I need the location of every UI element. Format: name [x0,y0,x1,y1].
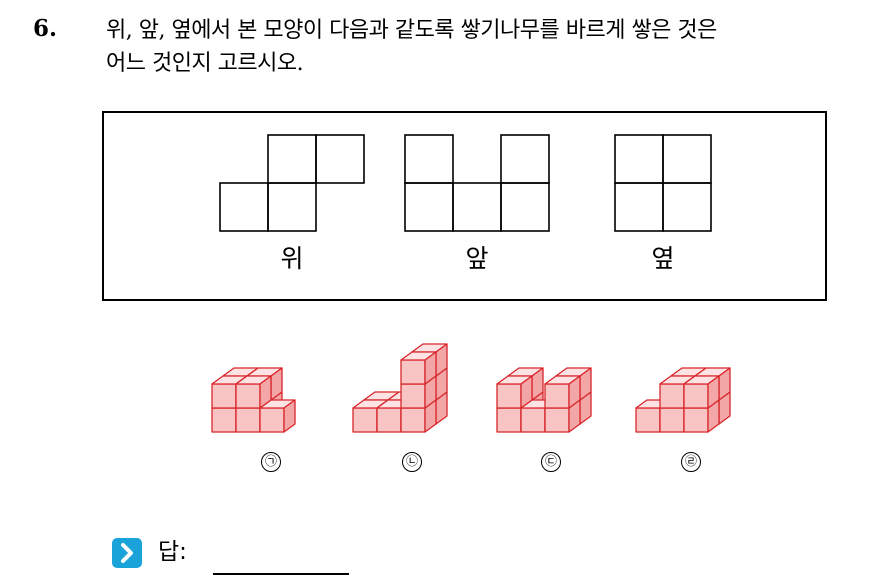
cube-stack-option-4[interactable] [635,367,731,433]
cube-side-face [424,351,437,385]
chevron-right-icon [112,538,142,568]
option-marker-3[interactable]: ㉢ [541,452,561,472]
answer-input-line[interactable] [213,573,349,575]
cube-side-face [520,375,533,409]
cube-front-face [259,407,285,433]
question-text: 위, 앞, 옆에서 본 모양이 다음과 같도록 쌓기나무를 바르게 쌓은 것은 … [106,14,876,80]
cube-stack-option-3[interactable] [496,367,592,433]
cube-front-face [235,383,261,409]
cube-front-face [211,383,237,409]
cube-front-face [659,383,685,409]
views-frame [102,111,827,301]
question-line-1: 위, 앞, 옆에서 본 모양이 다음과 같도록 쌓기나무를 바르게 쌓은 것은 [106,18,717,43]
cube-side-face [259,375,272,409]
views-figure [102,111,827,301]
top-view-label: 위 [280,244,304,273]
cube-front-face [683,383,709,409]
top-view-grid [219,134,365,232]
cube-front-face [683,407,709,433]
cube-front-face [211,407,237,433]
cube-stack-option-1[interactable] [211,367,296,433]
option-marker-1[interactable]: ㉠ [261,452,281,472]
cube-front-face [400,359,426,385]
front-view-label: 앞 [465,244,489,273]
question-line-2: 어느 것인지 고르시오. [106,51,304,76]
cube-side-face [707,375,720,409]
cube-front-face [635,407,661,433]
answer-label: 답: [158,539,187,565]
cube-front-face [659,407,685,433]
cube-front-face [544,407,570,433]
cube-front-face [544,383,570,409]
option-marker-4[interactable]: ㉣ [681,452,701,472]
cube-side-face [283,399,296,433]
question-number: 6. [33,15,58,42]
cube-stack-option-2[interactable] [352,343,448,433]
option-marker-2[interactable]: ㉡ [402,452,422,472]
cube-front-face [400,407,426,433]
cube-front-face [520,407,546,433]
cube-front-face [400,383,426,409]
cube-front-face [496,407,522,433]
cube-front-face [352,407,378,433]
cube-front-face [496,383,522,409]
cube-front-face [235,407,261,433]
side-view-label: 옆 [651,244,675,273]
front-view-grid [404,134,550,232]
side-view-grid [614,134,712,232]
cube-front-face [376,407,402,433]
cube-side-face [568,375,581,409]
